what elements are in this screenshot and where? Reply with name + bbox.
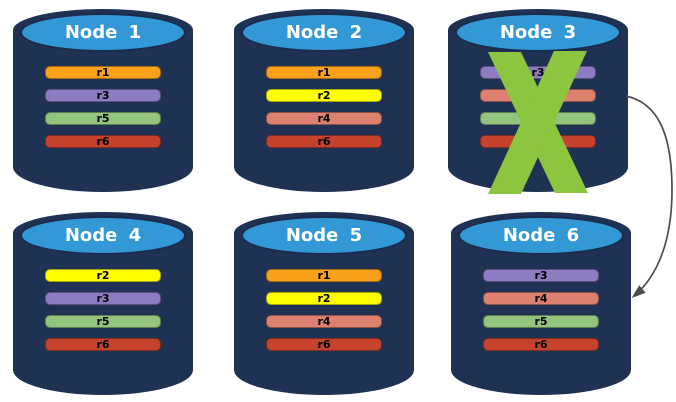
node-6: Node 6 r3 r4 r5 r6 (451, 212, 631, 395)
node-2: Node 2 r1 r2 r4 r6 (234, 9, 414, 192)
replica-bar: r4 (483, 292, 599, 305)
node-3: Node 3 r3 r4 r5 r6 (448, 9, 628, 194)
replica-bar: r2 (45, 269, 161, 282)
replica-bar: r3 (483, 269, 599, 282)
replica-list: r1 r2 r4 r6 (266, 269, 382, 361)
node-title: Node 1 (64, 22, 142, 43)
node-title: Node 2 (285, 22, 363, 43)
replica-bar: r1 (266, 269, 382, 282)
replica-list: r1 r3 r5 r6 (45, 66, 161, 158)
replica-list: r2 r3 r5 r6 (45, 269, 161, 361)
node-1: Node 1 r1 r3 r5 r6 (13, 9, 193, 192)
arrow-curve (625, 95, 673, 298)
replica-bar: r5 (45, 112, 161, 125)
cylinder-top: Node 2 (241, 13, 407, 52)
cylinder-top: Node 4 (20, 216, 186, 255)
replica-bar: r5 (45, 315, 161, 328)
cylinder-top: Node 3 (455, 13, 621, 52)
replica-bar: r2 (266, 89, 382, 102)
replica-bar: r2 (266, 292, 382, 305)
cylinder-top: Node 5 (241, 216, 407, 255)
node-title: Node 4 (64, 225, 142, 246)
replica-bar: r1 (45, 66, 161, 79)
replica-list: r1 r2 r4 r6 (266, 66, 382, 158)
replica-bar: r5 (483, 315, 599, 328)
node-title: Node 5 (285, 225, 363, 246)
replica-bar: r6 (45, 338, 161, 351)
replica-bar: r6 (266, 135, 382, 148)
node-4: Node 4 r2 r3 r5 r6 (13, 212, 193, 395)
replica-list: r3 r4 r5 r6 (483, 269, 599, 361)
replica-bar: r1 (266, 66, 382, 79)
replica-bar: r3 (45, 292, 161, 305)
replica-bar: r6 (266, 338, 382, 351)
failure-cross-icon (488, 51, 588, 194)
replica-bar: r4 (266, 112, 382, 125)
replica-bar: r3 (45, 89, 161, 102)
node-title: Node 3 (499, 22, 577, 43)
replica-bar: r6 (45, 135, 161, 148)
replica-bar: r6 (483, 338, 599, 351)
replica-bar: r4 (266, 315, 382, 328)
cylinder-top: Node 6 (458, 216, 624, 255)
node-5: Node 5 r1 r2 r4 r6 (234, 212, 414, 395)
cylinder-top: Node 1 (20, 13, 186, 52)
node-title: Node 6 (502, 225, 580, 246)
